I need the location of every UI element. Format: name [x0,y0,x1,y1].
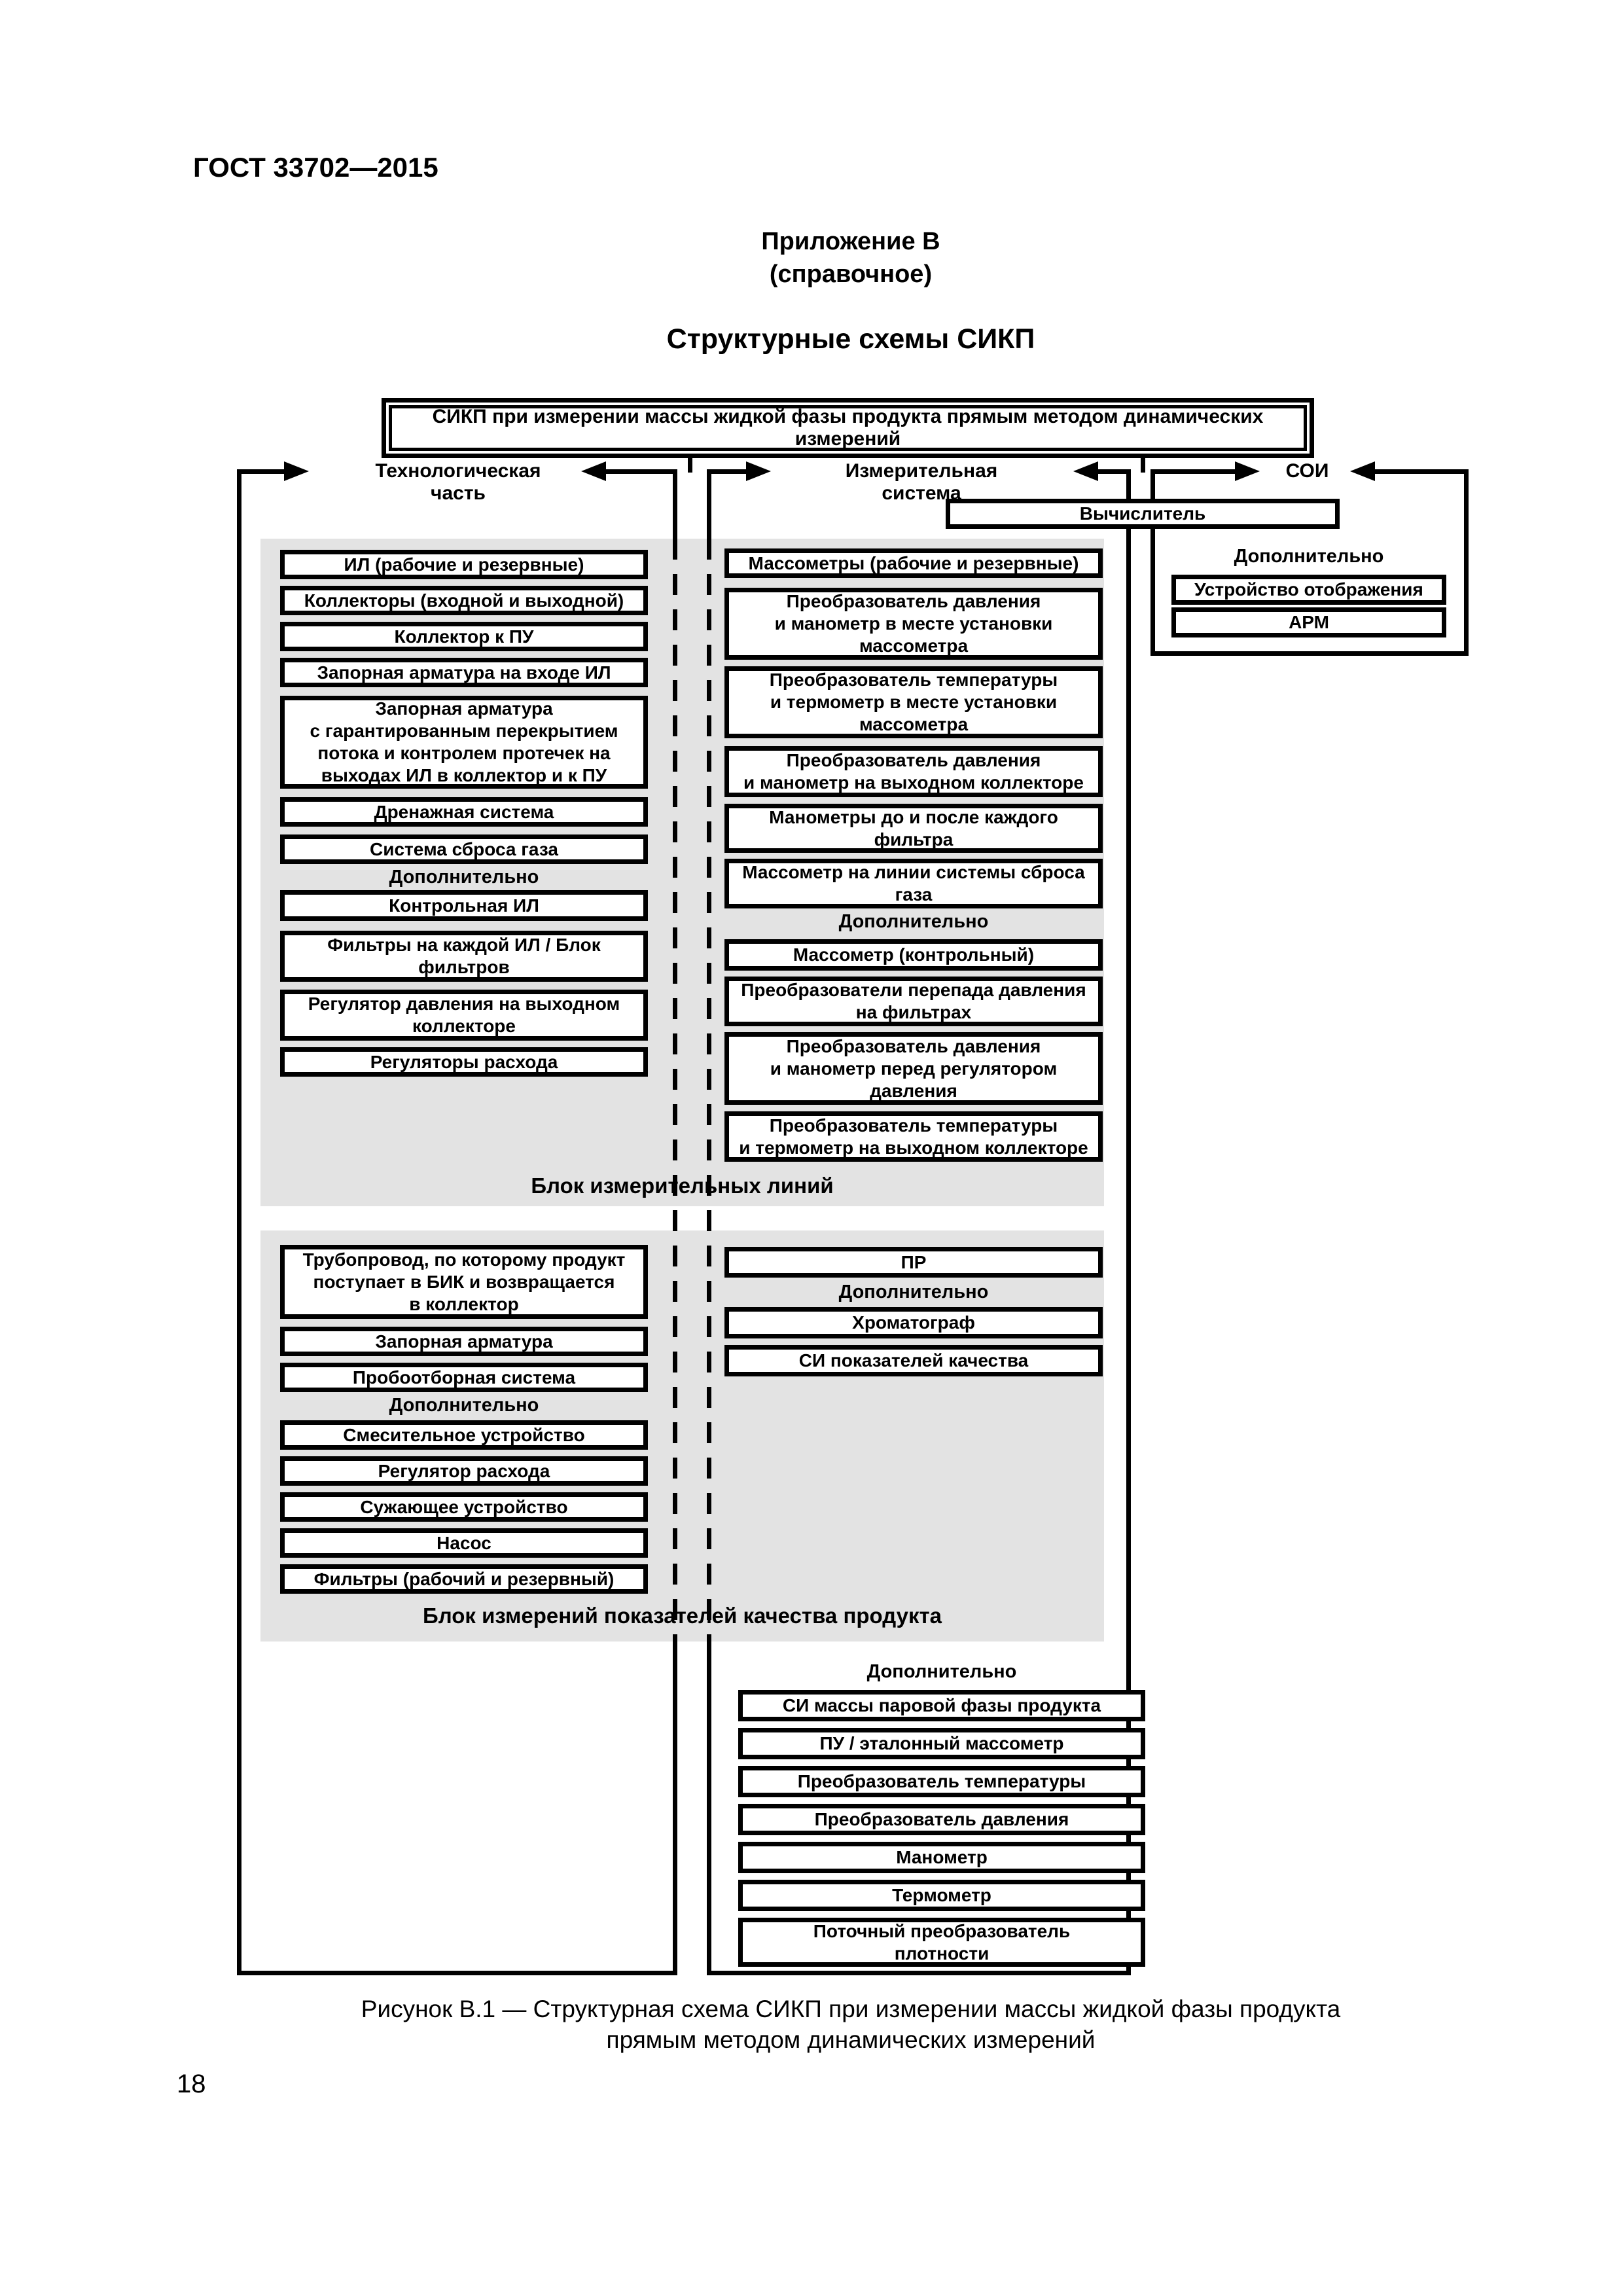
soi-bottom-line [1150,651,1469,656]
block-item: ПР [724,1247,1103,1278]
block-item: ИЛ (рабочие и резервные) [280,550,648,579]
block-item: Фильтры (рабочий и резервный) [280,1564,648,1594]
extra-label: Дополнительно [389,1395,539,1416]
root-box: СИКП при измерении массы жидкой фазы про… [382,398,1314,458]
block-item: Дренажная система [280,797,648,827]
soi-right-edge-line [1464,469,1469,656]
block-item: СИ показателей качества [724,1345,1103,1376]
block-item: Сужающее устройство [280,1492,648,1522]
block-item: Регуляторы расхода [280,1047,648,1077]
block-item: Устройство отображения [1171,575,1446,605]
section-label-tech: Технологическая часть [375,460,541,504]
block2-caption: Блок измерений показателей качества прод… [423,1604,942,1628]
block-item: Преобразователь давления [738,1804,1145,1835]
arrow-line [709,469,746,474]
root-box-label: СИКП при измерении массы жидкой фазы про… [389,405,1307,451]
arrow-right-icon [284,461,309,481]
meas-left-edge-line [707,1641,711,1975]
block-item: Регулятор расхода [280,1456,648,1486]
block-item: Контрольная ИЛ [280,890,648,921]
tech-left-edge-line [237,469,241,1975]
page-title: Структурные схемы СИКП [666,323,1035,355]
appendix-title: Приложение В [761,228,940,255]
arrow-right-icon [746,461,771,481]
arrow-right-icon [1235,461,1260,481]
block-item: Регулятор давления на выходном коллектор… [280,990,648,1041]
soi-left-edge-line [1150,469,1155,656]
arrow-line [241,469,284,474]
section-label-meas: Измерительная система [845,460,998,504]
tech-right-edge-dashed-line [673,539,677,1641]
block-item: Хроматограф [724,1307,1103,1338]
tech-right-edge-line [673,1641,677,1975]
page-number: 18 [177,2070,206,2098]
arrow-left-icon [1350,461,1375,481]
arrow-left-icon [1073,461,1098,481]
block-item: Массометр (контрольный) [724,939,1103,971]
block-item: Преобразователь давления и манометр в ме… [724,588,1103,660]
tech-right-edge-line [673,469,677,539]
block-item: Поточный преобразователь плотности [738,1918,1145,1967]
figure-caption: Рисунок В.1 — Структурная схема СИКП при… [361,1996,1341,2053]
block-item: АРМ [1171,607,1446,637]
block-item: Массометры (рабочие и резервные) [724,548,1103,578]
block-item: Преобразователь давления и манометр пере… [724,1032,1103,1105]
meas-right-edge-line [1126,469,1131,1975]
block-item: Массометр на линии системы сброса газа [724,859,1103,908]
block-item: Смесительное устройство [280,1420,648,1450]
block-item: Манометр [738,1842,1145,1873]
block-item: Преобразователь температуры и термометр … [724,1111,1103,1162]
standard-number: ГОСТ 33702—2015 [193,152,438,183]
block-item: Преобразователь температуры и термометр … [724,666,1103,738]
tech-bottom-line [237,1971,677,1975]
meas-left-edge-dashed-line [707,539,711,1641]
block-item: Коллекторы (входной и выходной) [280,586,648,615]
section-label-soi: СОИ [1285,460,1329,482]
block-item: Запорная арматура на входе ИЛ [280,658,648,687]
block1-caption: Блок измерительных линий [531,1174,834,1198]
block-item: Термометр [738,1880,1145,1911]
arrow-left-icon [581,461,606,481]
arrow-line [606,469,675,474]
block-item: Манометры до и после каждого фильтра [724,804,1103,853]
arrow-line [1098,469,1129,474]
extra-label: Дополнительно [838,1282,989,1302]
extra-label: Дополнительно [389,867,539,888]
block-item: Коллектор к ПУ [280,622,648,651]
extra-label: Дополнительно [866,1661,1017,1682]
block-item: Фильтры на каждой ИЛ / Блок фильтров [280,931,648,982]
appendix-note: (справочное) [769,260,933,288]
block-item: Насос [280,1528,648,1558]
block-item: Запорная арматура с гарантированным пере… [280,696,648,789]
block-item: Трубопровод, по которому продукт поступа… [280,1245,648,1319]
block-item: СИ массы паровой фазы продукта [738,1690,1145,1721]
block-item: Преобразователь температуры [738,1766,1145,1797]
extra-label: Дополнительно [838,911,989,932]
root-drop-line [688,457,692,473]
block-item: Пробоотборная система [280,1363,648,1392]
block-item: Преобразователи перепада давления на фил… [724,977,1103,1026]
block-item: ПУ / эталонный массометр [738,1728,1145,1759]
soi-extra-label: Дополнительно [1234,546,1384,567]
arrow-line [1153,469,1235,474]
block-item: Запорная арматура [280,1327,648,1356]
computer-box: Вычислитель [946,499,1340,529]
root-drop-line [1141,457,1145,473]
arrow-line [1375,469,1466,474]
meas-left-edge-line [707,469,711,539]
block-item: Система сброса газа [280,834,648,864]
block-item: Преобразователь давления и манометр на в… [724,746,1103,797]
meas-bottom-line [707,1971,1131,1975]
